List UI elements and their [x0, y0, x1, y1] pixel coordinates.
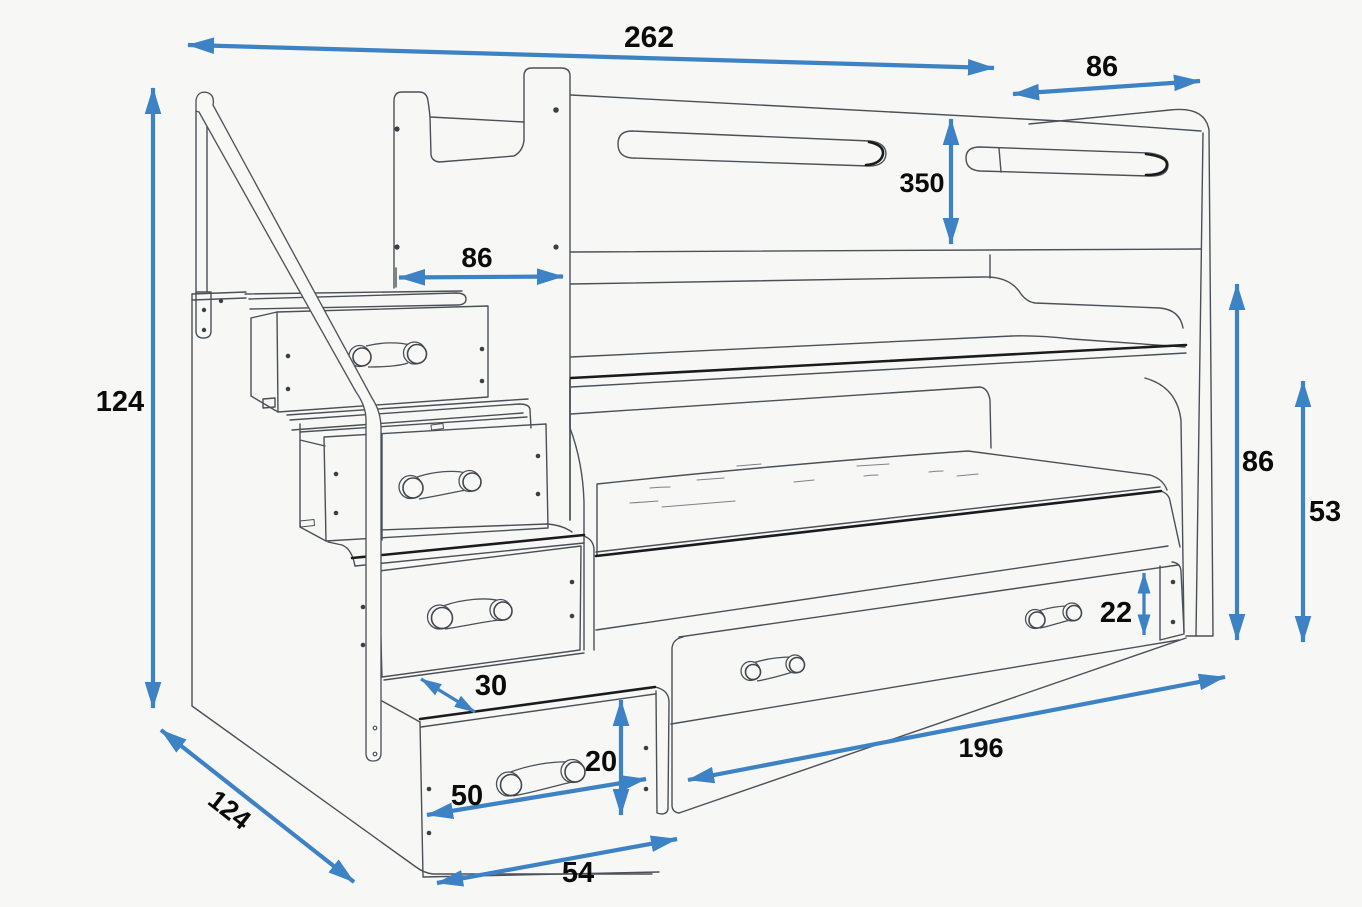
- svg-text:86: 86: [461, 242, 492, 273]
- svg-text:86: 86: [1242, 446, 1274, 478]
- svg-text:350: 350: [899, 168, 944, 198]
- svg-text:22: 22: [1100, 597, 1132, 629]
- svg-text:86: 86: [1086, 51, 1118, 83]
- svg-text:20: 20: [585, 746, 617, 778]
- svg-text:124: 124: [96, 386, 144, 418]
- svg-text:196: 196: [958, 733, 1003, 763]
- svg-text:54: 54: [562, 857, 594, 889]
- svg-text:50: 50: [451, 780, 483, 812]
- svg-text:53: 53: [1309, 496, 1341, 528]
- svg-text:262: 262: [624, 21, 674, 54]
- svg-text:30: 30: [475, 670, 507, 702]
